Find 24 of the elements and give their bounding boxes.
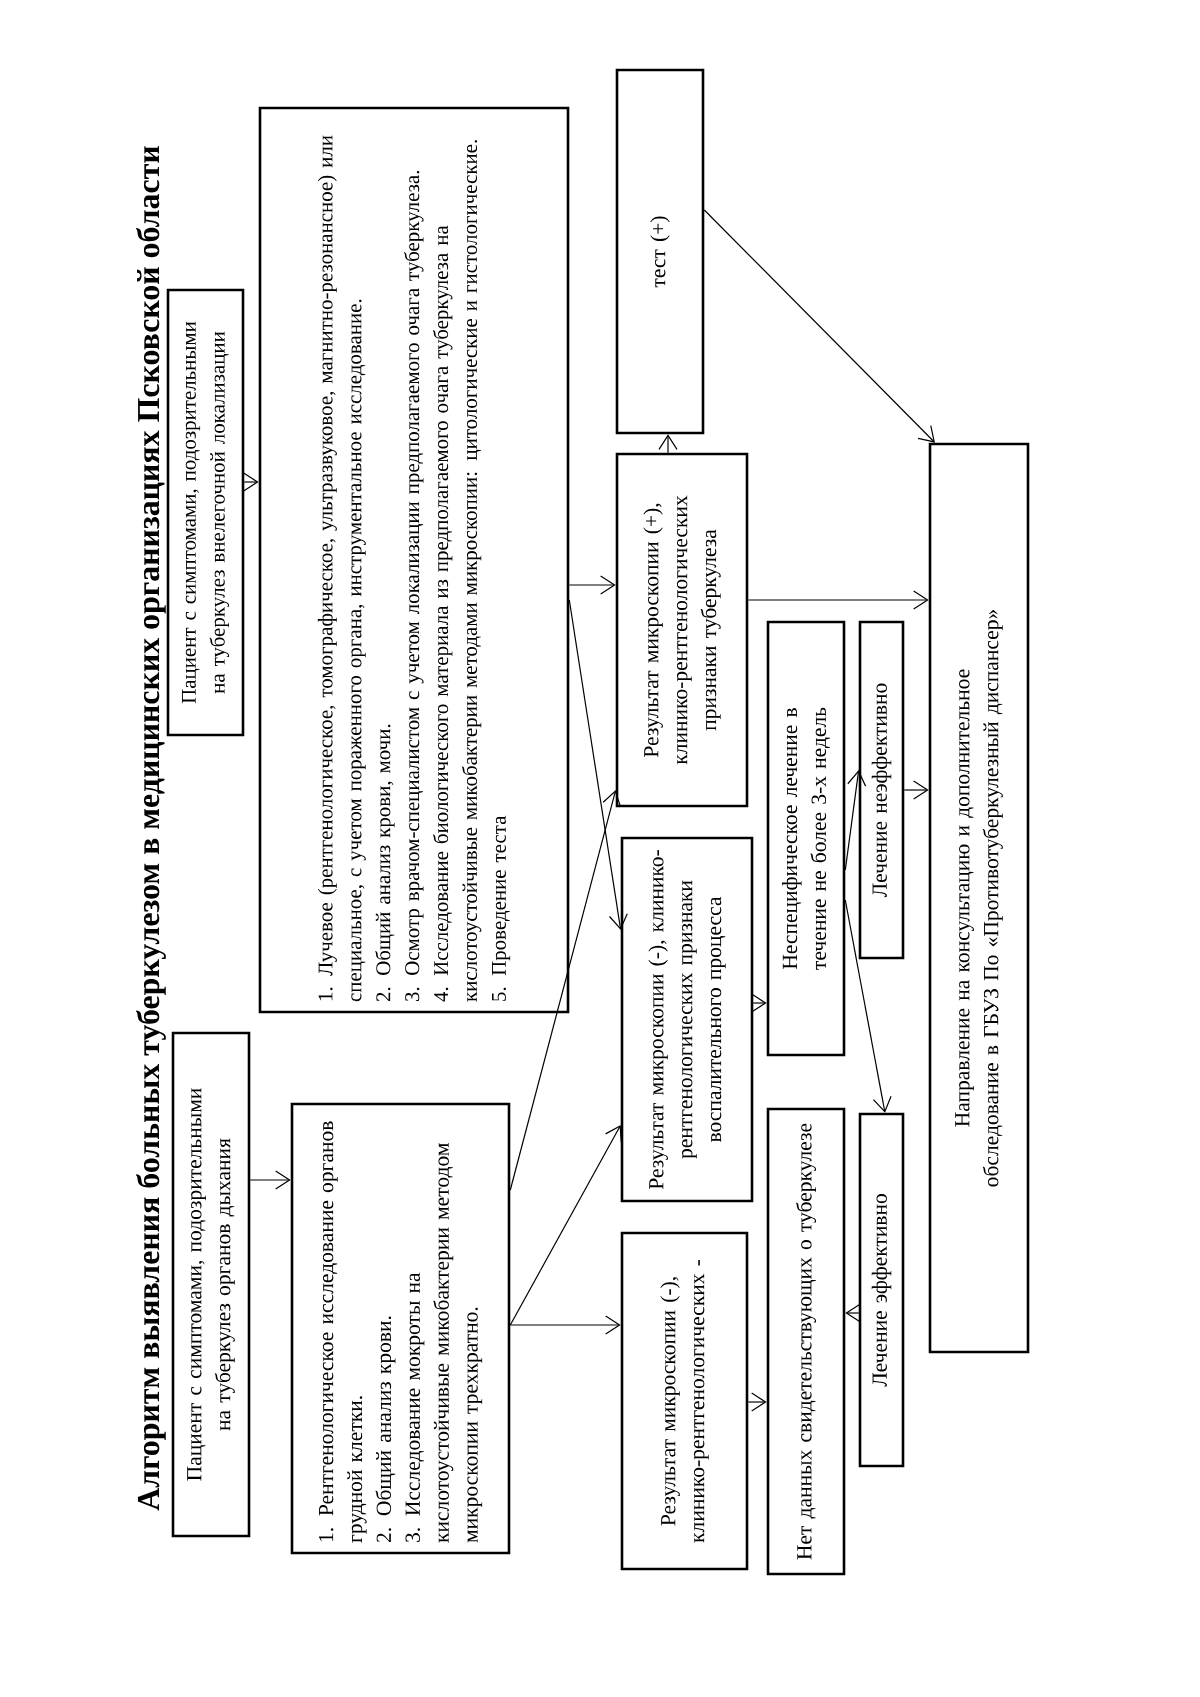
arrow — [249, 1170, 291, 1190]
arrow — [509, 1315, 621, 1335]
arrow — [747, 590, 929, 610]
arrow — [903, 780, 929, 800]
arrow — [703, 209, 935, 443]
process-box: Лечение эффективно — [858, 1112, 905, 1468]
process-box: Пациент с симптомами, подозрительными на туберкулез внелегочной локализации — [166, 288, 245, 737]
arrow — [509, 790, 622, 1191]
process-box: Результат микроскопии (-), клинико-рентгенологических признаки воспалительного процесса — [620, 836, 754, 1203]
process-box: Неспецифическое лечение в течение не более 3-х недель — [766, 620, 846, 1057]
title: Алгоритм выявления больных туберкулезом в медицинских организациях Псковской области — [136, 146, 166, 1511]
arrow — [844, 770, 867, 871]
process-box: 1. Рентгенологическое исследование органов грудной клетки. 2. Общий анализ крови. 3. Исследование мокроты на кислотоустойчивые микобактерии методом микроскопии трехкратно. — [290, 1102, 511, 1555]
process-box: Направление на консультацию и дополнительное обследование в ГБУЗ По «Противотуберкулезный диспансер» — [928, 442, 1030, 1354]
arrow — [844, 899, 892, 1113]
arrow — [568, 575, 616, 595]
process-box: Результат микроскопии (-), клинико-рентгенологических - — [620, 1231, 749, 1571]
arrow — [568, 599, 628, 930]
process-box: тест (+) — [615, 68, 705, 435]
process-box: Результат микроскопии (+), клинико-рентгенологических признаки туберкулеза — [615, 452, 749, 808]
process-box: Пациент с симптомами, подозрительными на туберкулез органов дыхания — [171, 1031, 251, 1538]
process-box: Нет данных свидетельствующих о туберкулезе — [766, 1107, 846, 1576]
arrow — [509, 1125, 622, 1326]
process-box: Лечение неэффективно — [858, 620, 905, 960]
